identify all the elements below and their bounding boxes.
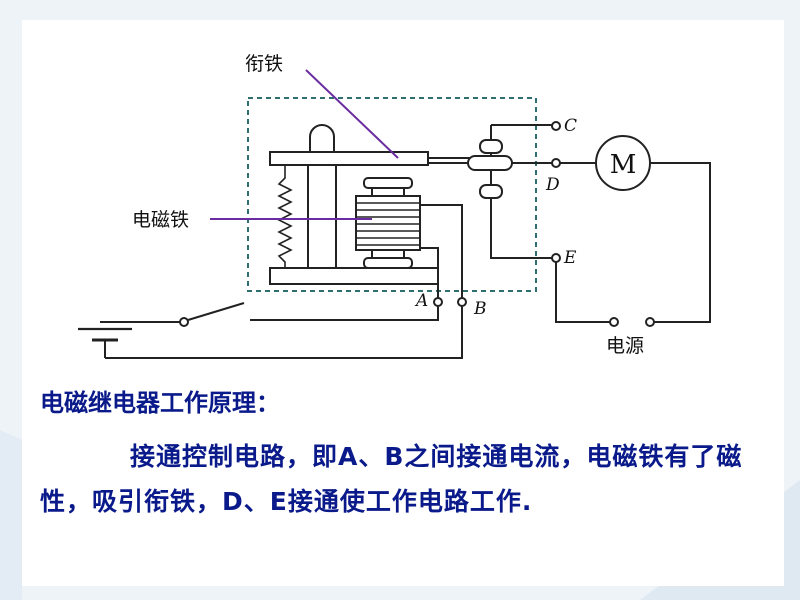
control-switch-pivot — [179, 317, 189, 327]
control-switch-blade — [187, 302, 245, 321]
terminal-a-label: A — [414, 291, 428, 311]
return-spring — [277, 166, 293, 268]
terminal-b — [457, 297, 467, 307]
armature-bar — [269, 151, 429, 166]
base-plate — [269, 267, 439, 285]
support-post — [307, 164, 337, 269]
slide: 衔铁 电磁铁 C D E A B M 电源 电磁继电器工作原理： 接通控制电路，… — [22, 20, 784, 586]
relay-enclosure — [247, 97, 537, 292]
battery-symbol — [78, 327, 132, 342]
terminal-e — [551, 253, 561, 263]
electromagnet-label: 电磁铁 — [132, 209, 189, 231]
explanation-block: 电磁继电器工作原理： 接通控制电路，即A、B之间接通电流，电磁铁有了磁性，吸引衔… — [40, 386, 780, 524]
electromagnet-coil — [355, 177, 421, 269]
contact-assembly — [467, 125, 552, 259]
terminal-b-label: B — [473, 299, 487, 319]
explanation-paragraph: 接通控制电路，即A、B之间接通电流，电磁铁有了磁性，吸引衔铁，D、E接通使工作电… — [40, 442, 743, 516]
terminal-c-label: C — [564, 116, 577, 136]
post-cap — [309, 124, 335, 152]
terminal-e-label: E — [563, 248, 577, 268]
terminal-d — [551, 158, 561, 168]
power-source-label: 电源 — [606, 335, 644, 357]
terminal-c — [551, 121, 561, 131]
motor-label: M — [610, 150, 637, 180]
armature-label: 衔铁 — [245, 53, 283, 75]
relay-diagram: 衔铁 电磁铁 C D E A B M 电源 — [78, 53, 711, 359]
terminal-a — [433, 297, 443, 307]
explanation-heading: 电磁继电器工作原理： — [40, 389, 280, 417]
armature-pointer — [305, 69, 399, 159]
power-terminal-left — [609, 317, 619, 327]
power-terminal-right — [645, 317, 655, 327]
terminal-d-label: D — [545, 175, 560, 195]
